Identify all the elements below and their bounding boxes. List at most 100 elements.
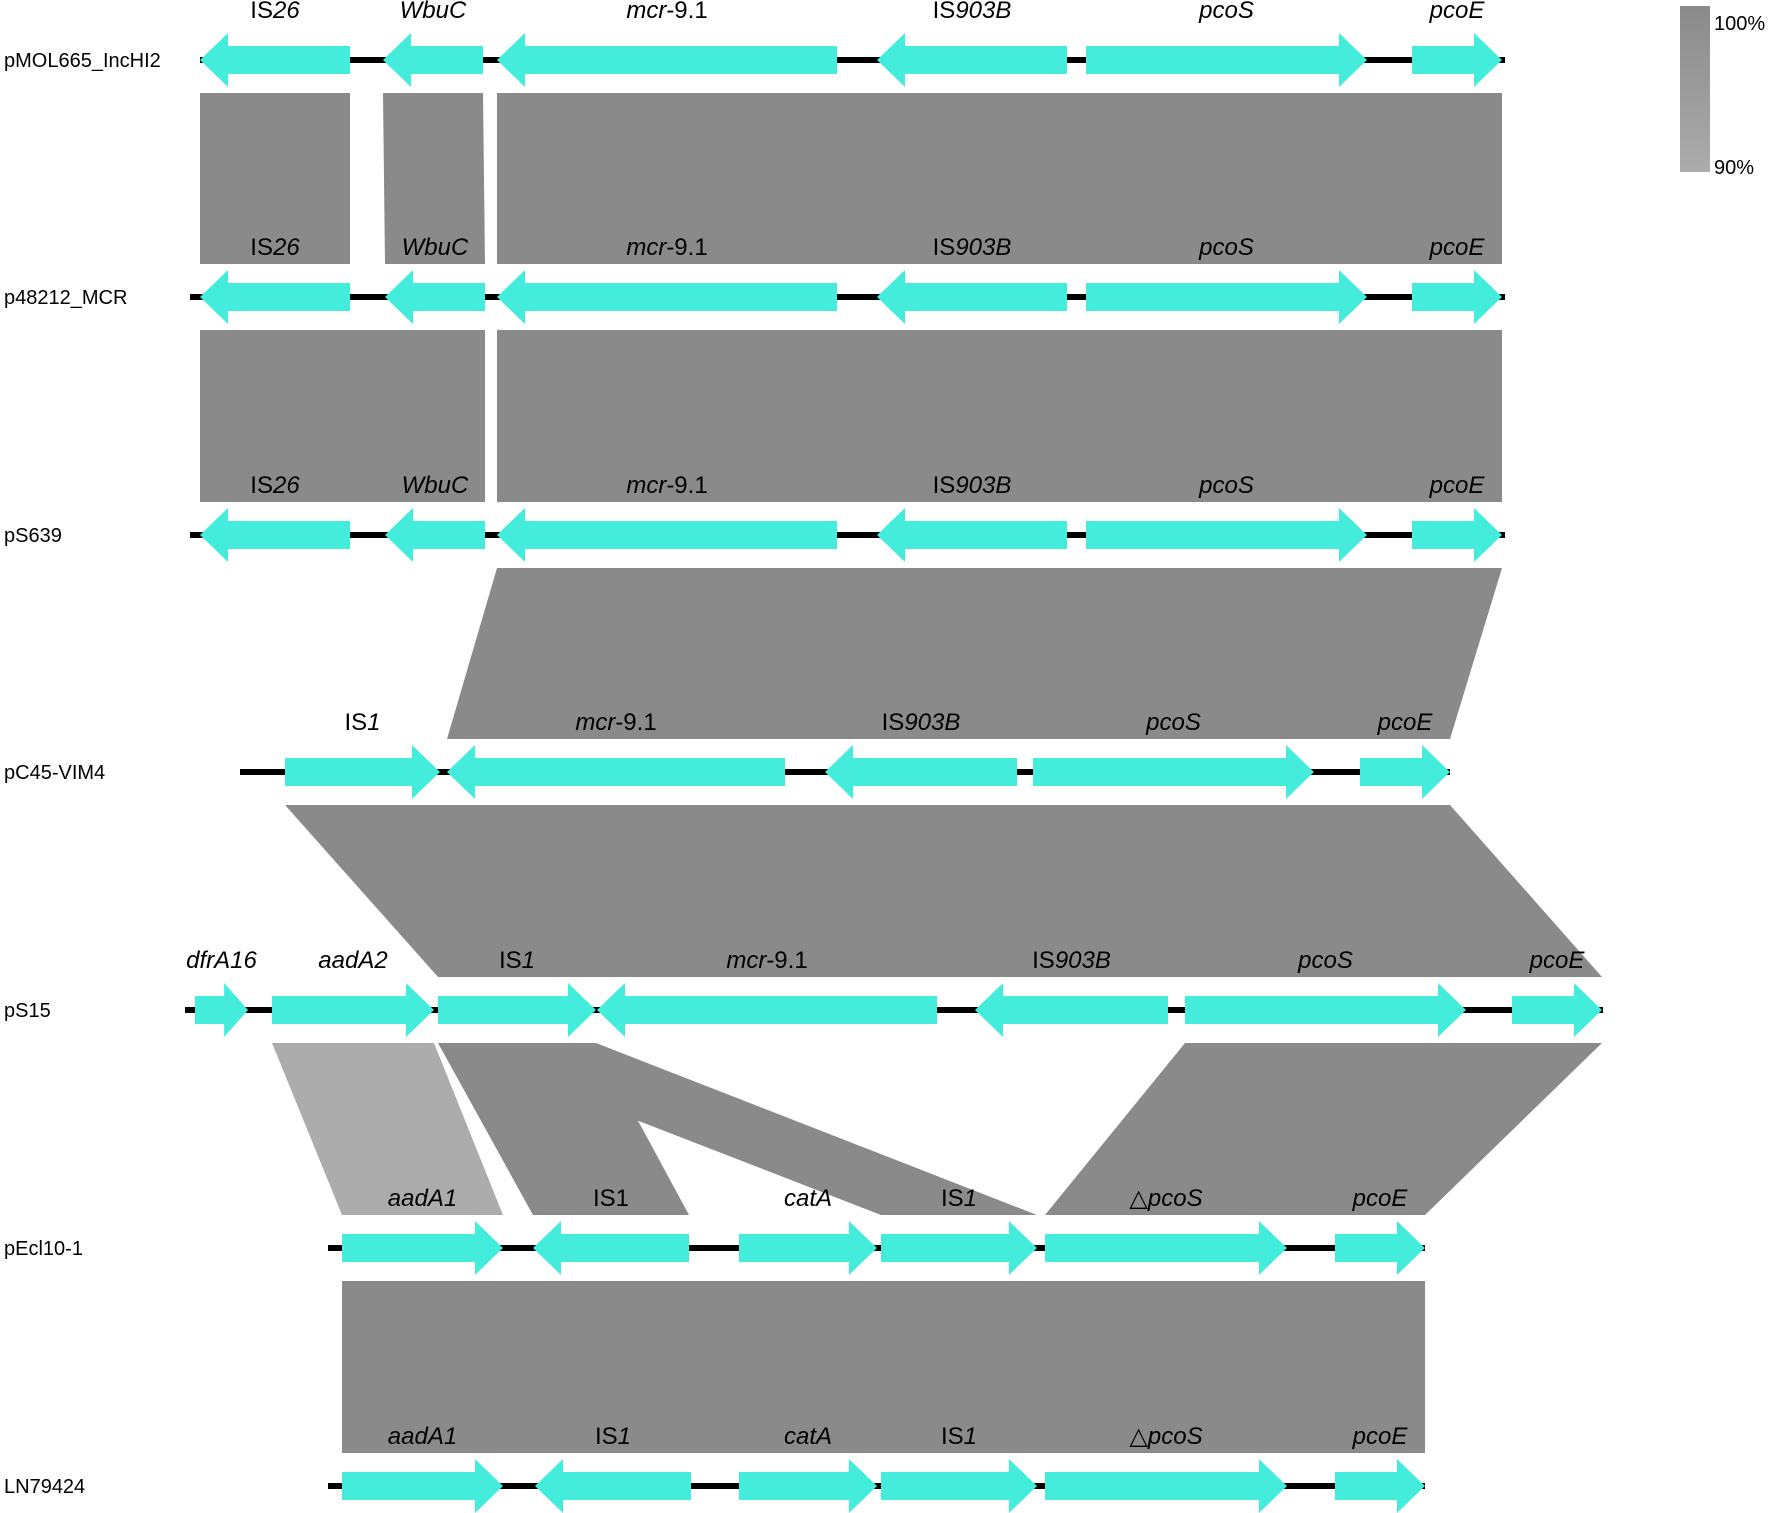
gene-label: WbuC — [402, 234, 469, 261]
gene-label: mcr-9.1 — [626, 472, 707, 499]
gene-label: pcoS — [1198, 234, 1254, 261]
gene-label: dfrA16 — [186, 947, 257, 974]
gene-arrow — [497, 508, 837, 562]
gene-label: IS1 — [941, 1185, 977, 1212]
gene-label: pcoE — [1352, 1185, 1409, 1212]
identity-gradient-bar — [1680, 6, 1710, 172]
plasmid-label: pS639 — [4, 525, 62, 547]
gene-arrow — [285, 745, 440, 799]
gene-arrow — [342, 1221, 503, 1275]
alignment-block-2 — [497, 93, 1502, 264]
gene-arrow — [739, 1459, 877, 1513]
gene-arrow — [447, 745, 785, 799]
gene-arrow — [195, 983, 248, 1037]
gene-arrow — [533, 1221, 689, 1275]
alignment-block-1 — [383, 93, 485, 264]
gene-arrow — [881, 1221, 1037, 1275]
plasmid-label: LN79424 — [4, 1476, 85, 1498]
backbone-line — [200, 57, 1505, 63]
gene-label: mcr-9.1 — [575, 709, 656, 736]
alignment-block-9 — [438, 1043, 1037, 1215]
gene-label: mcr-9.1 — [626, 234, 707, 261]
gene-label: IS903B — [933, 472, 1012, 499]
gene-label: IS26 — [250, 472, 300, 499]
gene-arrow — [497, 270, 837, 324]
alignment-block-5 — [447, 568, 1502, 739]
gene-arrow — [597, 983, 937, 1037]
alignment-block-4 — [497, 330, 1502, 502]
plasmid-label: p48212_MCR — [4, 287, 127, 309]
alignment-block-6 — [285, 805, 1602, 977]
gene-arrow — [1335, 1221, 1425, 1275]
gene-arrow — [1086, 270, 1367, 324]
gene-arrow — [877, 270, 1067, 324]
gene-arrow — [1045, 1221, 1287, 1275]
gene-arrow — [877, 508, 1067, 562]
gene-arrow — [1185, 983, 1466, 1037]
gene-label: aadA1 — [388, 1185, 457, 1212]
gene-label: aadA1 — [388, 1423, 457, 1450]
gene-arrow — [1412, 33, 1502, 87]
gene-arrow — [383, 33, 483, 87]
gene-label: pcoS — [1198, 0, 1254, 24]
gene-label: △pcoS — [1129, 1185, 1202, 1212]
gene-arrow — [1086, 33, 1367, 87]
gene-label: pcoE — [1429, 234, 1486, 261]
gene-label: pcoE — [1429, 0, 1486, 24]
gene-label: catA — [784, 1185, 832, 1212]
gene-arrow — [825, 745, 1017, 799]
gene-label: IS26 — [250, 234, 300, 261]
plasmid-label: pS15 — [4, 1000, 51, 1022]
gene-label: IS1 — [499, 947, 535, 974]
gene-label: pcoE — [1352, 1423, 1409, 1450]
gene-arrow — [1045, 1459, 1287, 1513]
gene-arrow — [1512, 983, 1602, 1037]
gene-label: pcoS — [1198, 472, 1254, 499]
gene-arrow — [342, 1459, 503, 1513]
identity-legend: 100% 90% — [1680, 6, 1765, 179]
gene-arrow — [1086, 508, 1367, 562]
plasmid-label: pEcl10-1 — [4, 1238, 83, 1260]
gene-arrow — [1412, 508, 1502, 562]
gene-label: IS903B — [933, 0, 1012, 24]
gene-arrow — [1033, 745, 1314, 799]
gene-arrow — [200, 270, 350, 324]
alignment-block-0 — [200, 93, 350, 264]
gene-label: pcoE — [1429, 472, 1486, 499]
gene-label: WbuC — [400, 0, 467, 24]
gene-label: IS903B — [933, 234, 1012, 261]
gene-arrow — [438, 983, 596, 1037]
gene-arrow — [1412, 270, 1502, 324]
legend-max-label: 100% — [1714, 13, 1765, 35]
gene-label: pcoS — [1297, 947, 1353, 974]
gene-label: IS903B — [1032, 947, 1111, 974]
alignment-block-7 — [272, 1043, 503, 1215]
gene-label: IS26 — [250, 0, 300, 24]
backbone-line — [190, 532, 1505, 538]
gene-label: IS1 — [593, 1185, 629, 1212]
gene-arrow — [497, 33, 837, 87]
gene-label: pcoE — [1377, 709, 1434, 736]
gene-arrow — [881, 1459, 1037, 1513]
gene-label: IS1 — [595, 1423, 631, 1450]
alignment-block-3 — [200, 330, 485, 502]
gene-arrow — [1360, 745, 1450, 799]
gene-label: aadA2 — [318, 947, 387, 974]
gene-label: mcr-9.1 — [626, 0, 707, 24]
plasmid-label: pC45-VIM4 — [4, 762, 105, 784]
backbone-line — [190, 294, 1505, 300]
gene-arrow — [975, 983, 1168, 1037]
gene-arrow — [272, 983, 434, 1037]
gene-arrow — [535, 1459, 691, 1513]
gene-label: IS903B — [882, 709, 961, 736]
alignment-blocks — [200, 93, 1602, 1453]
gene-arrow — [200, 33, 350, 87]
gene-label: IS1 — [344, 709, 380, 736]
alignment-block-10 — [1045, 1043, 1602, 1215]
